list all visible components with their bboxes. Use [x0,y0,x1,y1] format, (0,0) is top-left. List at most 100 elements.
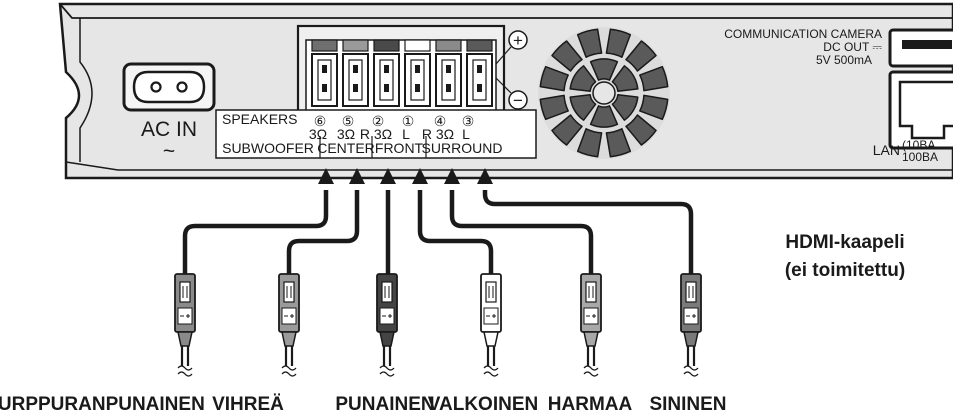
fan-vent-outer [639,65,669,92]
speaker-terminal-3[interactable] [373,39,400,107]
cable-plug[interactable] [680,273,702,347]
cable-arrow [412,168,428,184]
speaker-terminal-4[interactable] [404,39,431,107]
channel-number: ⑤ [342,113,355,129]
cable-plug[interactable] [480,273,502,347]
plug-contacts [384,286,390,298]
channel-group-label: CENTER [317,140,375,156]
cable-wire [449,190,594,274]
channel-group-label: SURROUND [422,140,503,156]
cable-plug[interactable] [580,273,602,347]
ac-pin-left [150,81,162,93]
plus-leader [495,46,512,65]
cable-tail-wires [586,346,596,366]
hdmi-note-line2: (ei toimitettu) [785,260,905,281]
terminal-socket [311,53,338,107]
channel-impedance: L [462,126,470,142]
terminal-hole-minus [322,84,327,92]
channel-impedance: 3Ω [337,126,355,142]
fan-vent-inner [569,93,597,121]
terminal-color-tab [342,39,369,52]
plug-tail [379,331,395,347]
plug-tail [177,331,193,347]
panel-side-notch [79,18,93,162]
plug-contacts [688,286,694,298]
cable-color-label: HARMAA [548,394,633,415]
terminal-socket [404,53,431,107]
lan-speed-2: 100BA [902,150,938,164]
fan-vent-outer [625,40,657,72]
speaker-cable-4: VALKOINEN [412,168,538,415]
speaker-terminal-1[interactable] [311,39,338,107]
ac-in-socket[interactable] [122,62,216,112]
channel-group-label: SUBWOOFER [222,140,314,156]
fan-vent-outer [539,65,569,92]
minus-leader [495,77,512,94]
fan-vent-outer [605,28,632,58]
label-box-frame [215,109,537,159]
terminal-hole-plus [477,65,482,73]
cable-cut-mark [583,365,599,377]
fan-vent-outer [551,40,583,72]
plug-polarity-marks [486,314,496,318]
speaker-terminals [311,39,493,107]
terminal-inner [379,59,394,101]
terminal-hole-minus [353,84,358,92]
plus-marker [508,30,528,50]
speaker-terminal-5[interactable] [435,39,462,107]
cable-wire [417,190,494,274]
plug-contacts [182,286,188,298]
plug-polarity-box [483,307,499,325]
cable-arrow [380,168,396,184]
speaker-terminal-2[interactable] [342,39,369,107]
cable-cut-mark [177,365,193,377]
cable-plug[interactable] [278,273,300,347]
terminal-color-tab [435,39,462,52]
channel-impedance: L [402,126,410,142]
speaker-cable-3: PUNAINEN [335,168,435,415]
fan-vent-outer [639,94,669,121]
cable-color-label: SININEN [649,394,726,415]
speaker-terminal-6[interactable] [466,39,493,107]
plug-window [585,281,597,303]
terminal-hole-minus [384,84,389,92]
terminal-hole-minus [415,84,420,92]
ac-socket-face [132,70,206,104]
fan-vent-inner [569,65,597,93]
plug-polarity-box [683,307,699,325]
cable-cut-mark [281,365,297,377]
cable-plug[interactable] [174,273,196,347]
plug-polarity-box [177,307,193,325]
terminal-hole-plus [446,65,451,73]
fan-vent-inner [611,65,639,93]
channel-impedance: 3Ω [309,126,327,142]
terminal-hole-plus [415,65,420,73]
plug-polarity-box [379,307,395,325]
terminal-color-tab [466,39,493,52]
terminal-color-tab [311,39,338,52]
terminal-inner [317,59,332,101]
plug-tail [483,331,499,347]
terminal-inner [441,59,456,101]
channel-number: ② [372,113,385,129]
terminal-color-tab [373,39,400,52]
cable-plug[interactable] [376,273,398,347]
fan-vent-outer [576,28,603,58]
fan-vent-outer [576,128,603,158]
cable-cut-mark [683,365,699,377]
panel-top-lip [59,3,953,19]
cable-color-label: VALKOINEN [428,394,538,415]
plug-polarity-marks [382,314,392,318]
dc-rating-label: 5V 500mA [816,53,872,67]
fan-vent-outer [625,114,657,146]
comm-camera-label: COMMUNICATION CAMERA [724,27,882,41]
lan-port-socket [898,80,953,140]
fan-vent-outer [605,128,632,158]
ac-symbol: ~ [163,140,175,163]
terminal-hole-minus [446,84,451,92]
lan-label: LAN [873,142,900,158]
plug-window [381,281,393,303]
